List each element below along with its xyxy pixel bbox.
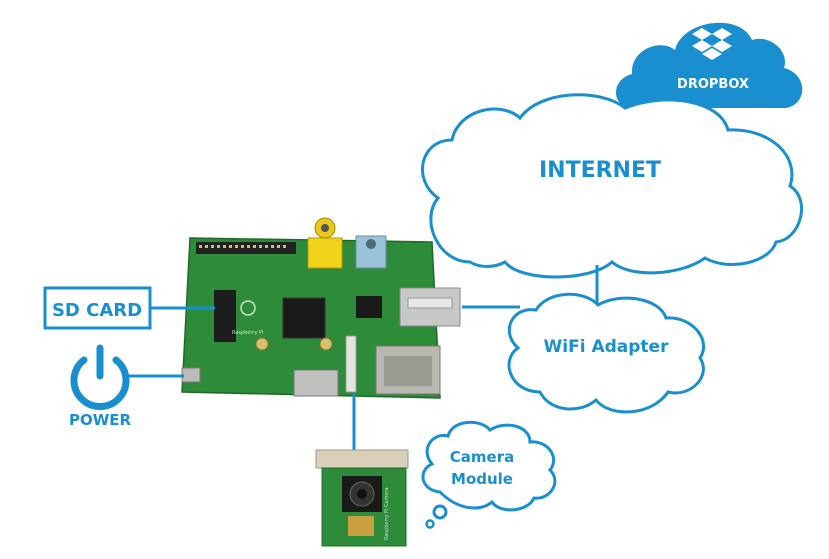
camera-cloud-shape xyxy=(421,420,557,512)
lan-chip xyxy=(356,296,382,318)
internet-cloud: INTERNET xyxy=(421,93,803,279)
camera-sensor-chip xyxy=(348,516,374,536)
micro-usb-power xyxy=(181,367,201,383)
camera-ribbon xyxy=(315,449,409,469)
power-icon xyxy=(70,344,130,410)
internet-cloud-shape xyxy=(421,93,803,279)
wifi-cloud: WiFi Adapter xyxy=(507,292,706,414)
dropbox-cloud-shape xyxy=(616,22,803,109)
camera-label-line1: Camera xyxy=(450,448,514,466)
camera-cloud: Camera Module xyxy=(421,420,557,529)
thought-bubble-dot xyxy=(432,504,448,520)
camera-module: Raspberry Pi Camera xyxy=(315,449,409,547)
sd-card-label: SD CARD xyxy=(52,300,142,321)
camera-label-line2: Module xyxy=(451,470,513,488)
gpio-header xyxy=(196,242,296,254)
hdmi-port xyxy=(293,369,339,397)
wifi-cloud-shape xyxy=(507,292,706,414)
dropbox-logo-icon xyxy=(692,28,732,60)
rca-video-jack xyxy=(307,217,343,269)
wifi-label: WiFi Adapter xyxy=(544,337,670,357)
dropbox-cloud: DROPBOX xyxy=(616,22,803,109)
sd-card-callout: SD CARD xyxy=(43,286,152,330)
internet-label: INTERNET xyxy=(539,158,661,183)
thought-bubble-dot xyxy=(425,519,435,529)
csi-camera-connector xyxy=(345,335,357,393)
audio-jack xyxy=(355,235,387,269)
soc-chip xyxy=(282,297,326,339)
power-label: POWER xyxy=(69,411,132,429)
raspberry-pi-board: Raspberry Pi xyxy=(181,217,461,399)
usb-port xyxy=(399,287,461,327)
sd-card-slot xyxy=(214,290,236,342)
ethernet-port xyxy=(375,345,441,395)
raspberry-logo-icon xyxy=(240,300,256,316)
board-model-text: Raspberry Pi xyxy=(232,330,263,336)
dropbox-label: DROPBOX xyxy=(677,77,749,92)
camera-board-text: Raspberry Pi Camera xyxy=(384,487,390,540)
power-callout: POWER xyxy=(69,344,132,429)
capacitor xyxy=(255,337,269,351)
